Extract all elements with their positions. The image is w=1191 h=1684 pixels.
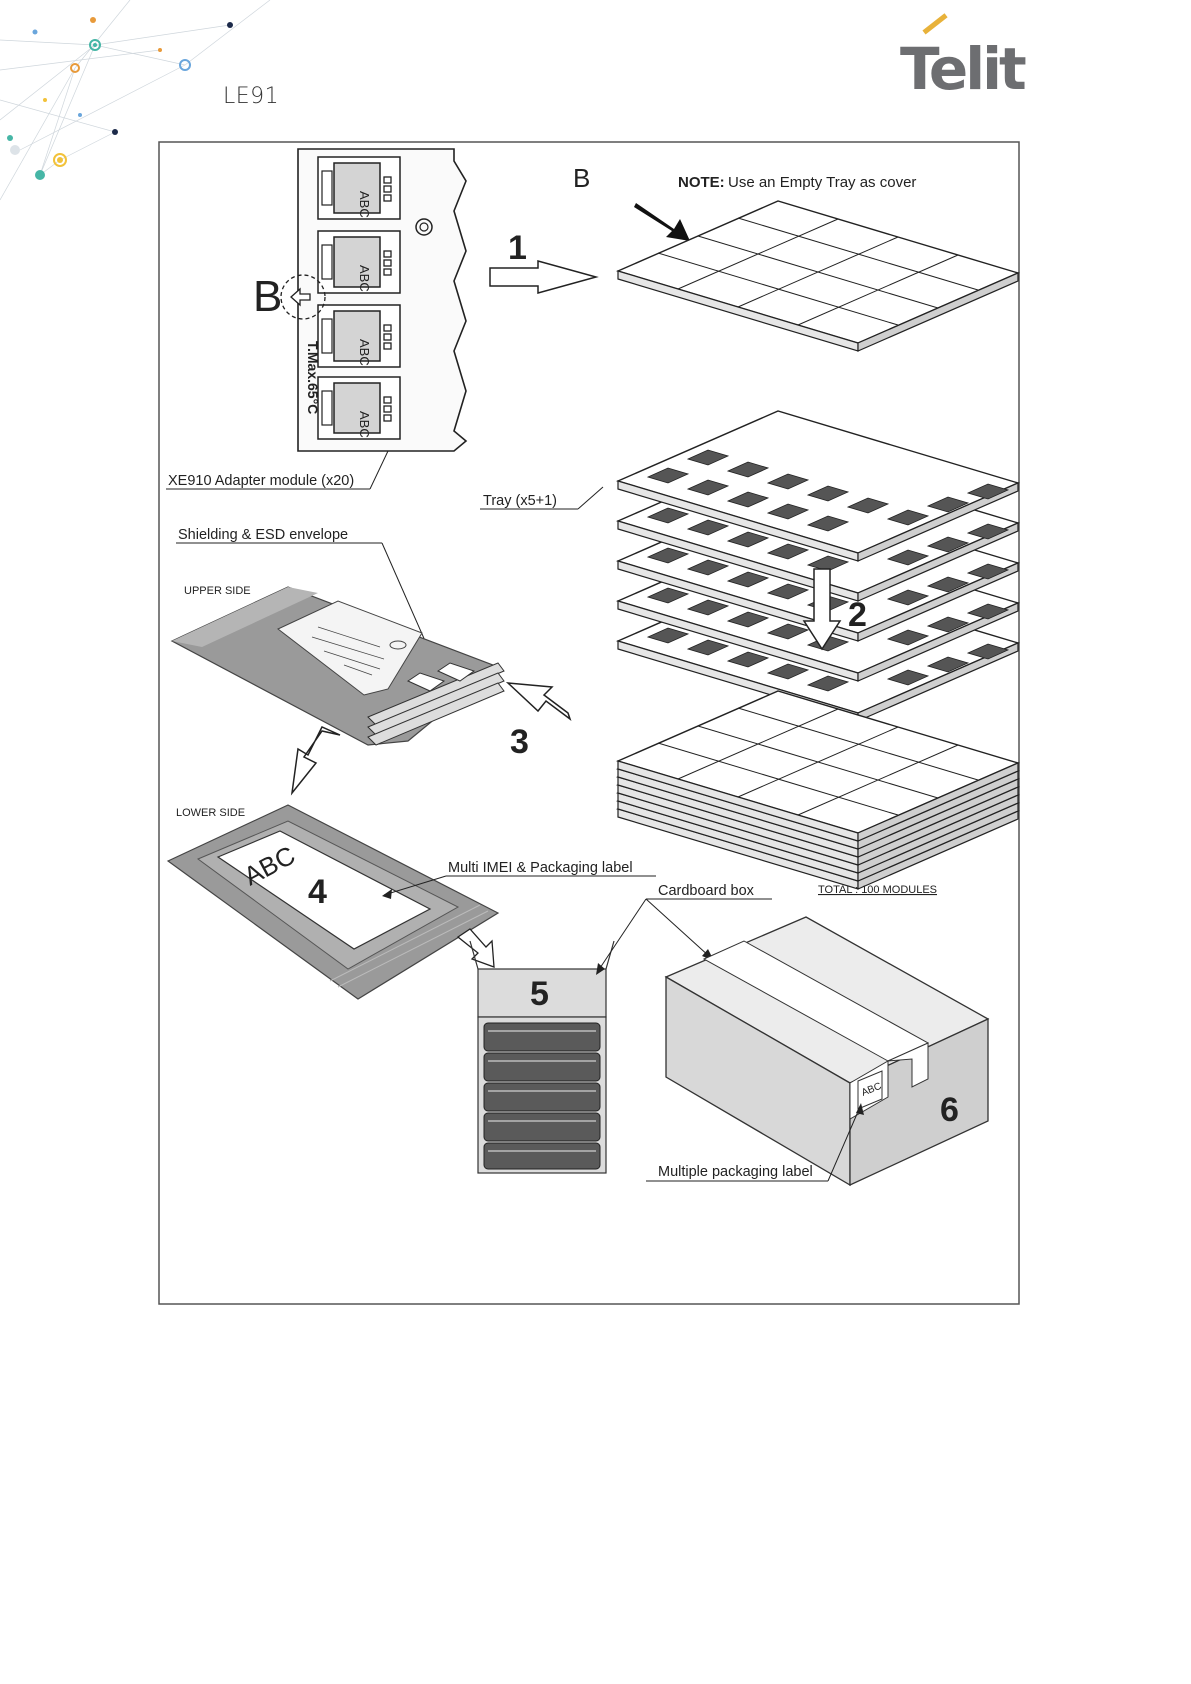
lower-side-label: LOWER SIDE xyxy=(176,807,245,819)
module-label-2: ABC xyxy=(357,265,372,292)
step-5: 5 xyxy=(530,975,549,1013)
step-4: 4 xyxy=(308,873,327,911)
adapter-label: XE910 Adapter module (x20) xyxy=(168,473,354,489)
multiple-packaging-label: Multiple packaging label xyxy=(658,1164,813,1180)
envelope-label: Shielding & ESD envelope xyxy=(178,527,348,543)
module-label-1: ABC xyxy=(357,191,372,218)
callout-b-tray: B xyxy=(573,163,590,193)
packaging-figure: ABC ABC ABC ABC T.Max.65°C B XE910 Adapt… xyxy=(158,141,1020,1305)
module-label-3: ABC xyxy=(357,339,372,366)
step-1: 1 xyxy=(508,229,527,267)
tray-label: Tray (x5+1) xyxy=(483,493,557,509)
callout-b-adapter: B xyxy=(253,272,282,321)
logo-accent-slash xyxy=(922,13,947,34)
step-3: 3 xyxy=(510,723,529,761)
imei-label: Multi IMEI & Packaging label xyxy=(448,860,633,876)
module-label-4: ABC xyxy=(357,411,372,438)
note-text: Use an Empty Tray as cover xyxy=(728,174,916,191)
tmax-label: T.Max.65°C xyxy=(305,341,321,414)
logo-text: Telit xyxy=(900,40,1024,98)
upper-side-label: UPPER SIDE xyxy=(184,585,251,597)
cardboard-label: Cardboard box xyxy=(658,883,755,899)
step-6: 6 xyxy=(940,1091,959,1129)
document-title: LE91 xyxy=(223,84,279,109)
total-label: TOTAL : 100 MODULES xyxy=(818,884,937,896)
step-2: 2 xyxy=(848,596,867,634)
telit-logo: Telit xyxy=(900,28,1030,108)
note-bold: NOTE: xyxy=(678,174,725,191)
